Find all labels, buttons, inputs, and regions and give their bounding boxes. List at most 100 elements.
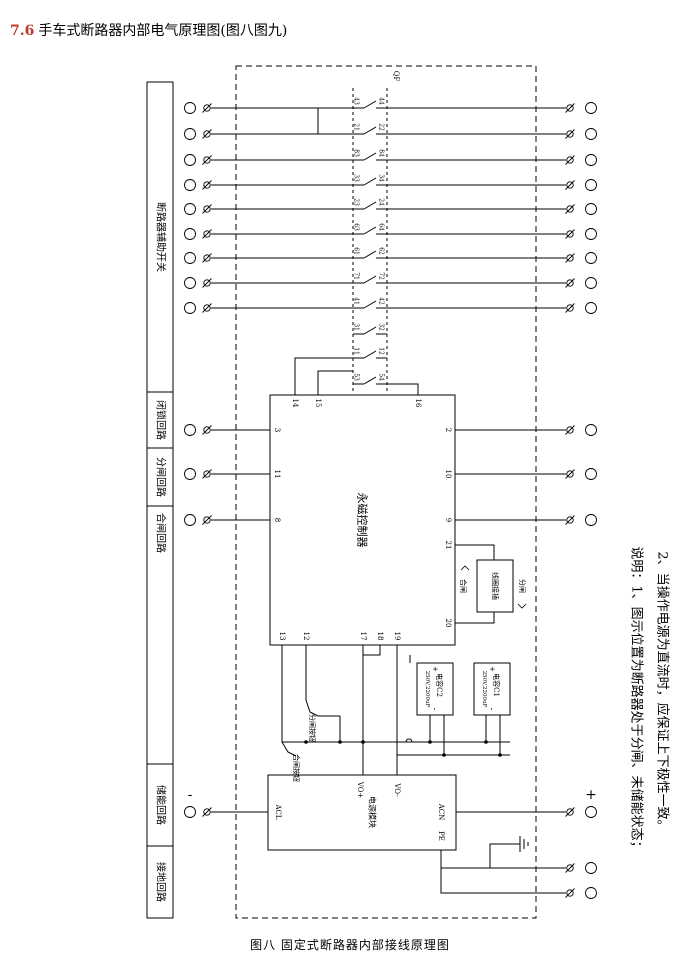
coil-plug-label: 线圈接插 <box>491 572 500 600</box>
power-module-label: 电源模块 <box>368 796 378 828</box>
power-module-pin-ACL: ACL <box>274 803 282 819</box>
qf-contact-3-top-num: 33 <box>353 174 360 182</box>
neg-junction-2 <box>361 740 365 744</box>
qf-contact-7-left-screw-slash <box>202 278 212 288</box>
qf-contact-9-top-num: 31 <box>353 323 360 331</box>
qf-contact-6-right-terminal-ring <box>585 252 597 264</box>
qf-contact-1-right-screw-slash <box>565 129 575 139</box>
qf-contact-4-blade <box>363 201 377 210</box>
qf-contact-11-bottom-num: 54 <box>378 373 385 381</box>
controller-pin-3: 3 <box>273 428 281 432</box>
power-screw-35-slash <box>565 807 575 817</box>
close-button-label: 合闸按钮 <box>292 754 301 782</box>
side-label-5: 接地回路 <box>155 862 168 902</box>
qf-contact-5-left-screw-slash <box>202 229 212 239</box>
qf-contact-8-bottom-num: 42 <box>378 297 385 305</box>
capacitor-label-1: 电容C1 <box>492 673 501 697</box>
qf-contact-11-top-num: 53 <box>353 373 360 381</box>
qf-contact-4-left-terminal-ring <box>184 203 196 215</box>
controller-pin-11: 11 <box>273 470 281 479</box>
qf-contact-5-left-terminal-ring <box>184 228 196 240</box>
qf-contact-10-blade <box>363 350 377 359</box>
qf-label: QF <box>392 71 400 82</box>
controller-pin-9: 9 <box>444 518 452 522</box>
capacitor-plus-1: + <box>488 666 496 672</box>
qf-contact-10-bottom-num: 12 <box>378 347 385 355</box>
neg-junction-1 <box>338 740 342 744</box>
qf-contact-0-blade <box>363 100 377 109</box>
wire-pin13 <box>281 645 306 743</box>
power-module-pin-VO+: VO+ <box>356 781 364 799</box>
power-screw-1-slash <box>565 888 575 898</box>
qf-contact-8-top-num: 41 <box>353 297 360 305</box>
qf-contact-2-right-terminal-ring <box>585 154 597 166</box>
qf-contact-3-left-terminal-ring <box>184 179 196 191</box>
close-button-blade <box>281 741 297 757</box>
coil-close-arrow <box>460 565 470 571</box>
power-sign-minus: - <box>188 787 193 803</box>
qf-contact-9-blade <box>363 326 377 335</box>
controller-pin-15: 15 <box>314 399 322 408</box>
capacitor-label-0: 电容C2 <box>435 673 444 697</box>
qf-contact-8-right-terminal-ring <box>585 302 597 314</box>
qf-contact-1-bottom-num: 22 <box>378 123 385 131</box>
power-terminal-25-ring <box>184 806 196 818</box>
control-left-terminal-20-ring <box>184 424 196 436</box>
control-right-screw-1-slash <box>565 469 575 479</box>
control-left-screw-0-slash <box>202 425 212 435</box>
capacitor-rating-1: 250V,2200uF <box>481 671 487 708</box>
qf-contact-1-blade <box>363 126 377 135</box>
label-column <box>146 81 174 919</box>
power-terminal-35-ring <box>585 806 597 818</box>
capacitor-rating-0: 250V,2200uF <box>424 671 430 708</box>
qf-contact-1-right-terminal-ring <box>585 128 597 140</box>
controller-pin-21: 21 <box>444 541 452 550</box>
control-left-terminal-4-ring <box>184 514 196 526</box>
control-right-screw-2-slash <box>565 515 575 525</box>
power-screw-40-slash <box>565 863 575 873</box>
qf-contact-6-top-num: 61 <box>353 247 360 255</box>
control-right-terminal-10-ring <box>585 424 597 436</box>
wire-pe <box>440 850 566 869</box>
qf-contact-7-right-screw-slash <box>565 278 575 288</box>
qf-contact-4-right-terminal-ring <box>585 203 597 215</box>
qf-contact-5-top-num: 63 <box>353 223 360 231</box>
note-line-1: 说明：1、图示位置为断路器处于分闸、未储能状态； <box>629 546 645 853</box>
qf-contact-3-right-screw-slash <box>565 180 575 190</box>
coil-wire-bottom <box>455 612 495 624</box>
qf-contact-5-right-terminal-ring <box>585 228 597 240</box>
coil-open-arrow <box>517 603 527 609</box>
side-label-3: 合闸回路 <box>155 513 168 553</box>
capacitor-box-1 <box>473 662 511 716</box>
coil-plug-box <box>476 559 514 613</box>
qf-contact-10-top-num: 11 <box>353 347 360 355</box>
qf-contact-1-left-screw-slash <box>202 129 212 139</box>
qf-contact-0-right-screw-slash <box>565 103 575 113</box>
controller-pin-16: 16 <box>414 399 422 408</box>
power-module-pin-ACN: ACN <box>437 803 445 821</box>
figure-caption: 图八 固定式断路器内部接线原理图 <box>250 938 450 952</box>
side-label-0: 断路器辅助开关 <box>155 202 168 272</box>
breaker-enclosure <box>235 65 537 919</box>
neg-junction-4 <box>484 740 488 744</box>
qf-contact-2-left-terminal-ring <box>184 154 196 166</box>
power-sign-plus: + <box>585 787 597 803</box>
qf-contact-7-bottom-num: 72 <box>378 272 385 280</box>
control-left-screw-2-slash <box>202 515 212 525</box>
wire-contact53-pin15 <box>317 370 353 395</box>
control-left-screw-1-slash <box>202 469 212 479</box>
wire-contact11-pin14 <box>294 357 353 395</box>
qf-contact-3-right-terminal-ring <box>585 179 597 191</box>
controller-pin-10: 10 <box>444 470 452 479</box>
control-left-terminal-31-ring <box>184 468 196 480</box>
qf-contact-0-bottom-num: 44 <box>378 97 385 105</box>
qf-contact-7-left-terminal-ring <box>184 277 196 289</box>
side-label-1: 闭锁回路 <box>155 400 168 440</box>
qf-contact-4-left-screw-slash <box>202 204 212 214</box>
control-right-terminal-30-ring <box>585 468 597 480</box>
qf-contact-4-bottom-num: 24 <box>378 198 385 206</box>
open-button-blade <box>305 699 319 717</box>
qf-contact-2-blade <box>363 152 377 161</box>
power-terminal-1-ring <box>585 887 597 899</box>
